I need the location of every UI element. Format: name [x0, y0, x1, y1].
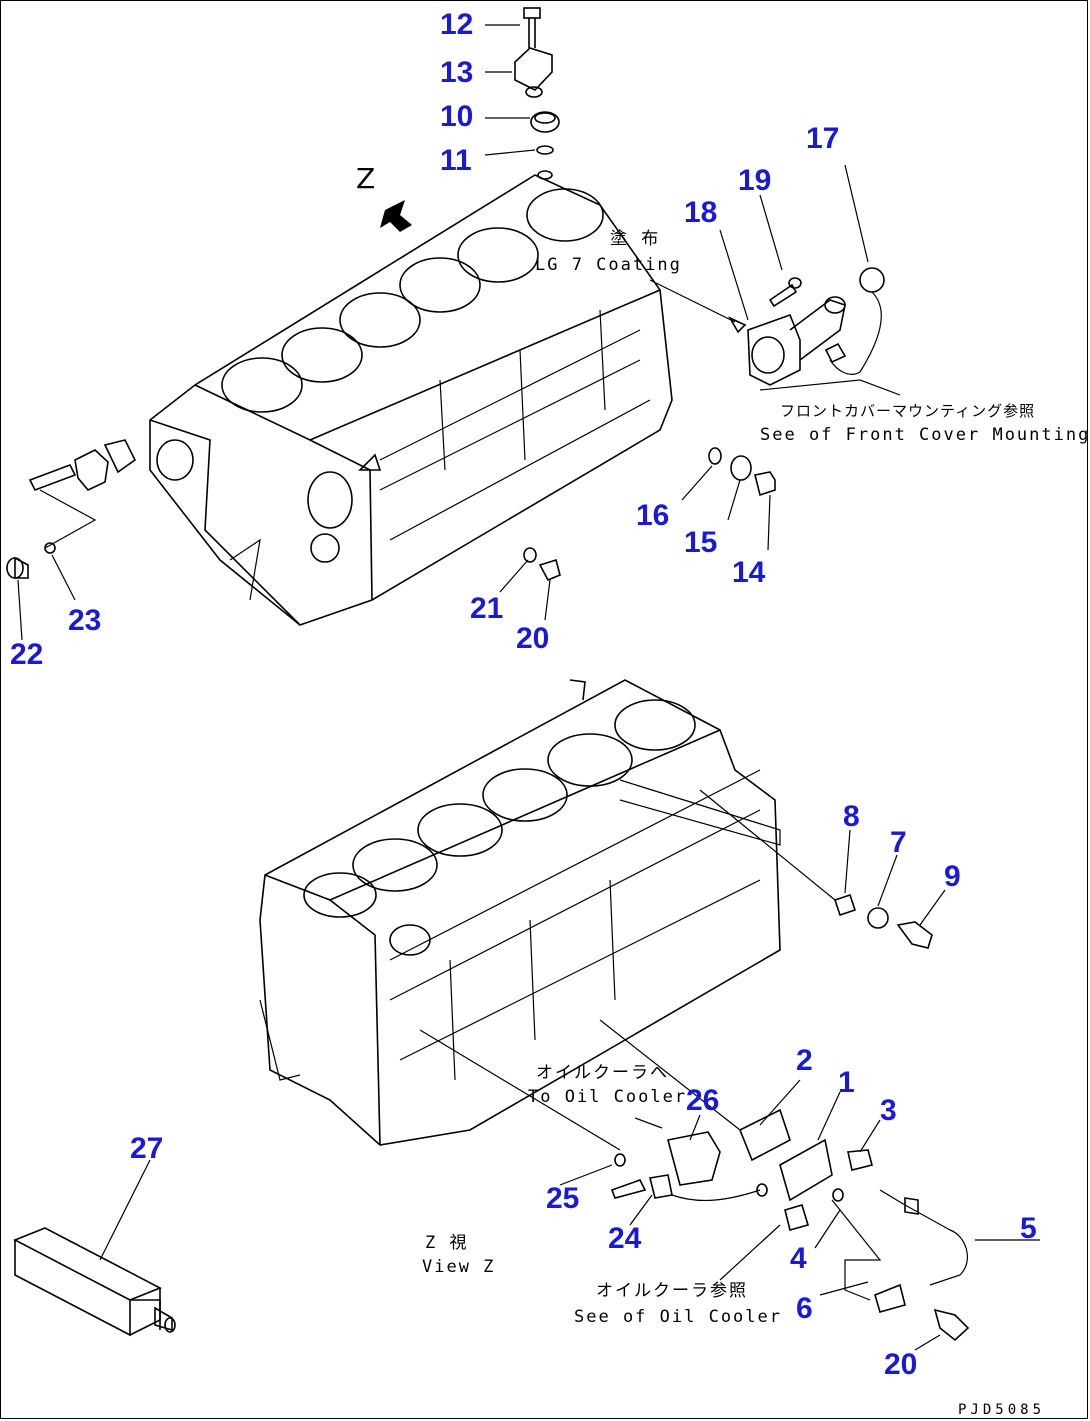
- oil-cooler-parts: [419, 1019, 881, 1281]
- part-label-22: 22: [10, 638, 43, 671]
- part-label-6: 6: [796, 1292, 813, 1325]
- front-cover-note-jp: フロントカバーマウンティング参照: [780, 402, 1035, 420]
- oil-filler-parts: [484, 7, 560, 180]
- see-oil-cooler-note-en: See of Oil Cooler: [574, 1307, 782, 1327]
- part-label-27: 27: [130, 1132, 163, 1165]
- part-label-20-lower: 20: [884, 1348, 917, 1381]
- part-label-11: 11: [440, 144, 472, 177]
- part-label-19: 19: [738, 164, 771, 197]
- part-label-14: 14: [732, 556, 766, 589]
- view-z-caption-jp: Z 視: [425, 1233, 468, 1253]
- drawing-code: PJD5085: [958, 1402, 1045, 1418]
- view-z-caption-en: View Z: [422, 1257, 495, 1277]
- part-label-2: 2: [796, 1044, 813, 1077]
- part-label-24: 24: [608, 1222, 642, 1255]
- part-label-10: 10: [440, 100, 473, 133]
- part-label-9: 9: [944, 860, 961, 893]
- part-label-8: 8: [843, 800, 860, 833]
- tool-part-27: [13, 1159, 176, 1337]
- part-label-15: 15: [684, 526, 717, 559]
- front-cover-note-en: See of Front Cover Mounting: [760, 425, 1090, 445]
- part-label-18: 18: [684, 196, 717, 229]
- view-z-arrow: [380, 200, 412, 232]
- to-oil-cooler-note-jp: オイルクーラへ: [536, 1063, 669, 1083]
- part-label-13: 13: [440, 56, 473, 89]
- sensor-harness-parts: [814, 1189, 1040, 1351]
- part-label-16: 16: [636, 499, 669, 532]
- part-label-3: 3: [880, 1094, 897, 1127]
- part-label-7: 7: [890, 826, 907, 859]
- view-z-marker: Z: [356, 162, 375, 195]
- part-label-25: 25: [546, 1182, 579, 1215]
- part-label-5: 5: [1020, 1212, 1037, 1245]
- left-side-parts: [6, 439, 137, 641]
- drain-plug-parts: [499, 547, 561, 621]
- part-label-4: 4: [790, 1242, 807, 1275]
- plug-parts-lower: [699, 789, 946, 949]
- part-label-12: 12: [440, 8, 473, 41]
- see-oil-cooler-note-jp: オイルクーラ参照: [596, 1281, 748, 1301]
- front-cover-parts: [719, 164, 885, 386]
- coating-note-en: LG 7 Coating: [535, 255, 682, 275]
- part-label-1: 1: [838, 1066, 855, 1099]
- part-label-20-upper: 20: [516, 622, 549, 655]
- part-label-26: 26: [686, 1084, 719, 1117]
- to-oil-cooler-note-en: To Oil Cooler: [528, 1087, 687, 1107]
- coating-note-jp: 塗 布: [610, 228, 660, 249]
- plug-parts-right: [681, 447, 776, 551]
- upper-cylinder-block: [149, 174, 673, 626]
- part-label-23: 23: [68, 604, 101, 637]
- part-label-17: 17: [806, 122, 839, 155]
- part-label-21: 21: [470, 592, 503, 625]
